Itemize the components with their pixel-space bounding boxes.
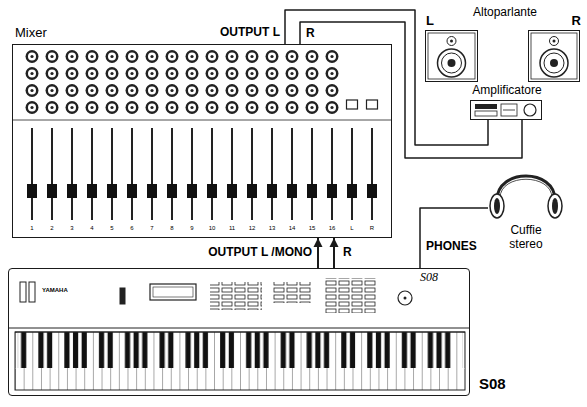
amp-knob bbox=[524, 104, 536, 116]
node-label: Mixer bbox=[15, 26, 47, 41]
channel-number: 5 bbox=[102, 225, 122, 232]
speaker-box: L bbox=[425, 30, 478, 82]
amp-line bbox=[503, 110, 515, 111]
black-keys bbox=[15, 332, 465, 390]
cable-connector bbox=[285, 10, 488, 145]
button-group bbox=[325, 278, 377, 313]
dust-cap bbox=[550, 59, 558, 67]
channel-number: 4 bbox=[82, 225, 102, 232]
woofer-cone bbox=[442, 53, 462, 73]
channel-number: 3 bbox=[62, 225, 82, 232]
speaker-front bbox=[428, 33, 475, 79]
amplifier-front bbox=[475, 104, 536, 116]
keyboard-box: S08 bbox=[8, 268, 470, 396]
button-group bbox=[273, 282, 312, 303]
signal-name: R bbox=[306, 27, 315, 41]
white-keys bbox=[15, 332, 465, 390]
cable-connector bbox=[420, 208, 488, 268]
master-button bbox=[347, 100, 358, 109]
brand-logo: S08 bbox=[420, 271, 438, 285]
channel-number: 10 bbox=[202, 225, 222, 232]
tweeter bbox=[447, 37, 456, 46]
knob-rows bbox=[22, 48, 342, 116]
channel-number: 8 bbox=[162, 225, 182, 232]
channel-number: 2 bbox=[42, 225, 62, 232]
signal-name: R bbox=[343, 246, 352, 260]
mixer-panel bbox=[13, 48, 391, 224]
tweeter-center bbox=[450, 40, 453, 43]
dust-cap bbox=[448, 59, 456, 67]
pitch-wheel bbox=[20, 282, 26, 302]
ear-cup bbox=[548, 194, 562, 218]
woofer bbox=[438, 49, 466, 77]
display bbox=[150, 284, 196, 300]
node-label: Cuffie stereo bbox=[501, 224, 551, 252]
volume-slider bbox=[120, 288, 125, 304]
fader-row bbox=[22, 124, 382, 224]
display-screen bbox=[153, 287, 193, 297]
signal-name: OUTPUT L bbox=[196, 26, 280, 40]
channel-number: 9 bbox=[182, 225, 202, 232]
channel-number: 16 bbox=[322, 225, 342, 232]
channel-number: 6 bbox=[122, 225, 142, 232]
brand-logo: YAMAHA bbox=[42, 287, 68, 294]
channel-number: R bbox=[362, 225, 382, 232]
key-edge bbox=[16, 333, 18, 369]
speaker-box: R bbox=[528, 30, 580, 82]
headband bbox=[497, 176, 555, 200]
headband-inner bbox=[500, 179, 552, 198]
keyboard-body bbox=[9, 278, 469, 390]
channel-number: 15 bbox=[302, 225, 322, 232]
dial-dot bbox=[404, 297, 407, 300]
panel-divider bbox=[9, 328, 469, 329]
channel-number: 11 bbox=[222, 225, 242, 232]
part-name: Altoparlante bbox=[463, 6, 547, 20]
panel-divider bbox=[13, 120, 391, 121]
ear-pad bbox=[494, 198, 500, 214]
signal-name: OUTPUT L /MONO bbox=[180, 246, 312, 260]
arrow-head bbox=[314, 238, 323, 247]
channel-number: 14 bbox=[282, 225, 302, 232]
mod-wheel bbox=[29, 282, 35, 302]
arrow-head bbox=[330, 238, 339, 247]
data-dial bbox=[398, 291, 412, 305]
key-top bbox=[15, 332, 465, 333]
node-label: Amplificatore bbox=[459, 84, 555, 98]
mixer-box: Mixer bbox=[12, 44, 392, 238]
key-edge bbox=[462, 333, 464, 369]
speaker-front bbox=[531, 33, 577, 79]
speaker-right bbox=[531, 33, 577, 79]
button-group bbox=[210, 282, 262, 310]
woofer bbox=[540, 49, 568, 77]
master-button bbox=[367, 100, 378, 109]
woofer-cone bbox=[544, 53, 564, 73]
channel-number: L bbox=[342, 225, 362, 232]
signal-name: PHONES bbox=[426, 240, 477, 254]
tweeter-center bbox=[553, 40, 556, 43]
amp-panel bbox=[475, 111, 497, 116]
channel-number: 1 bbox=[22, 225, 42, 232]
headphones bbox=[490, 176, 562, 218]
amp-panel bbox=[501, 104, 517, 116]
channel-number: 12 bbox=[242, 225, 262, 232]
amplifier-box: Amplificatore bbox=[470, 100, 542, 120]
headphones-shape: Cuffie stereo bbox=[488, 168, 564, 222]
channel-number: 7 bbox=[142, 225, 162, 232]
amp-display bbox=[475, 104, 497, 109]
ear-cup bbox=[490, 194, 504, 218]
speaker-left bbox=[428, 33, 475, 79]
channel-number: 13 bbox=[262, 225, 282, 232]
ear-pad bbox=[552, 198, 558, 214]
node-label: L bbox=[426, 14, 434, 29]
node-label: S08 bbox=[479, 375, 506, 392]
tweeter bbox=[550, 37, 559, 46]
